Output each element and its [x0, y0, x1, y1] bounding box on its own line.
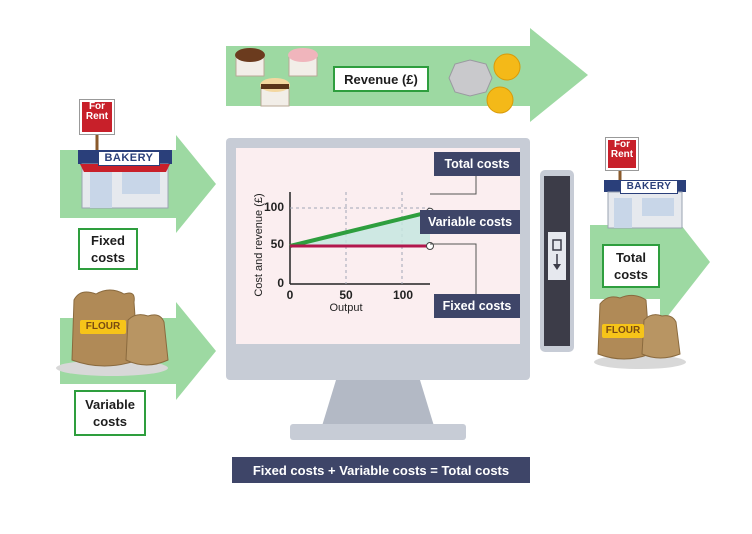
- bakery-sign: BAKERY: [620, 180, 678, 194]
- cost-chart: [289, 176, 477, 294]
- fixed-callout-connector: [430, 243, 477, 294]
- cupcake-icon: [260, 78, 290, 107]
- y-tick-label: 50: [270, 237, 284, 251]
- revenue-label: Revenue (£): [333, 66, 429, 92]
- fixed-costs-label: Fixed costs: [78, 228, 138, 270]
- bakery-sign: BAKERY: [98, 151, 160, 166]
- variable-costs-label: Variable costs: [74, 390, 146, 436]
- bakery-icon: [604, 164, 686, 229]
- cupcake-icon: [288, 48, 318, 77]
- y-tick-label: 0: [277, 276, 284, 290]
- total-callout-connector: [430, 176, 477, 195]
- total-costs-line: [289, 209, 431, 248]
- silver-coin-icon: [448, 59, 493, 97]
- flour-tag: FLOUR: [602, 324, 644, 338]
- bakery-icon: [78, 130, 172, 209]
- x-axis-label: Output: [329, 302, 363, 314]
- total-costs-callout: Total costs: [434, 152, 520, 176]
- total-costs-output-label: Total costs: [602, 244, 660, 288]
- gold-coin-icon: [493, 53, 521, 81]
- cupcake-icon: [235, 48, 265, 77]
- flour-sack-icon: [594, 294, 686, 369]
- x-tick-label: 50: [339, 288, 353, 302]
- for-rent-sign: For Rent: [606, 138, 638, 170]
- fixed-costs-callout: Fixed costs: [434, 294, 520, 318]
- variable-costs-callout: Variable costs: [420, 210, 520, 234]
- gold-coin-icon: [486, 86, 514, 114]
- x-tick-label: 0: [286, 288, 294, 302]
- y-axis-label: Cost and revenue (£): [253, 193, 265, 297]
- flour-tag: FLOUR: [80, 320, 126, 334]
- cost-equation: Fixed costs + Variable costs = Total cos…: [232, 457, 530, 483]
- for-rent-sign: For Rent: [80, 100, 114, 134]
- card-reader-icon: [540, 170, 574, 352]
- x-tick-label: 100: [392, 288, 414, 302]
- y-tick-label: 100: [263, 200, 284, 214]
